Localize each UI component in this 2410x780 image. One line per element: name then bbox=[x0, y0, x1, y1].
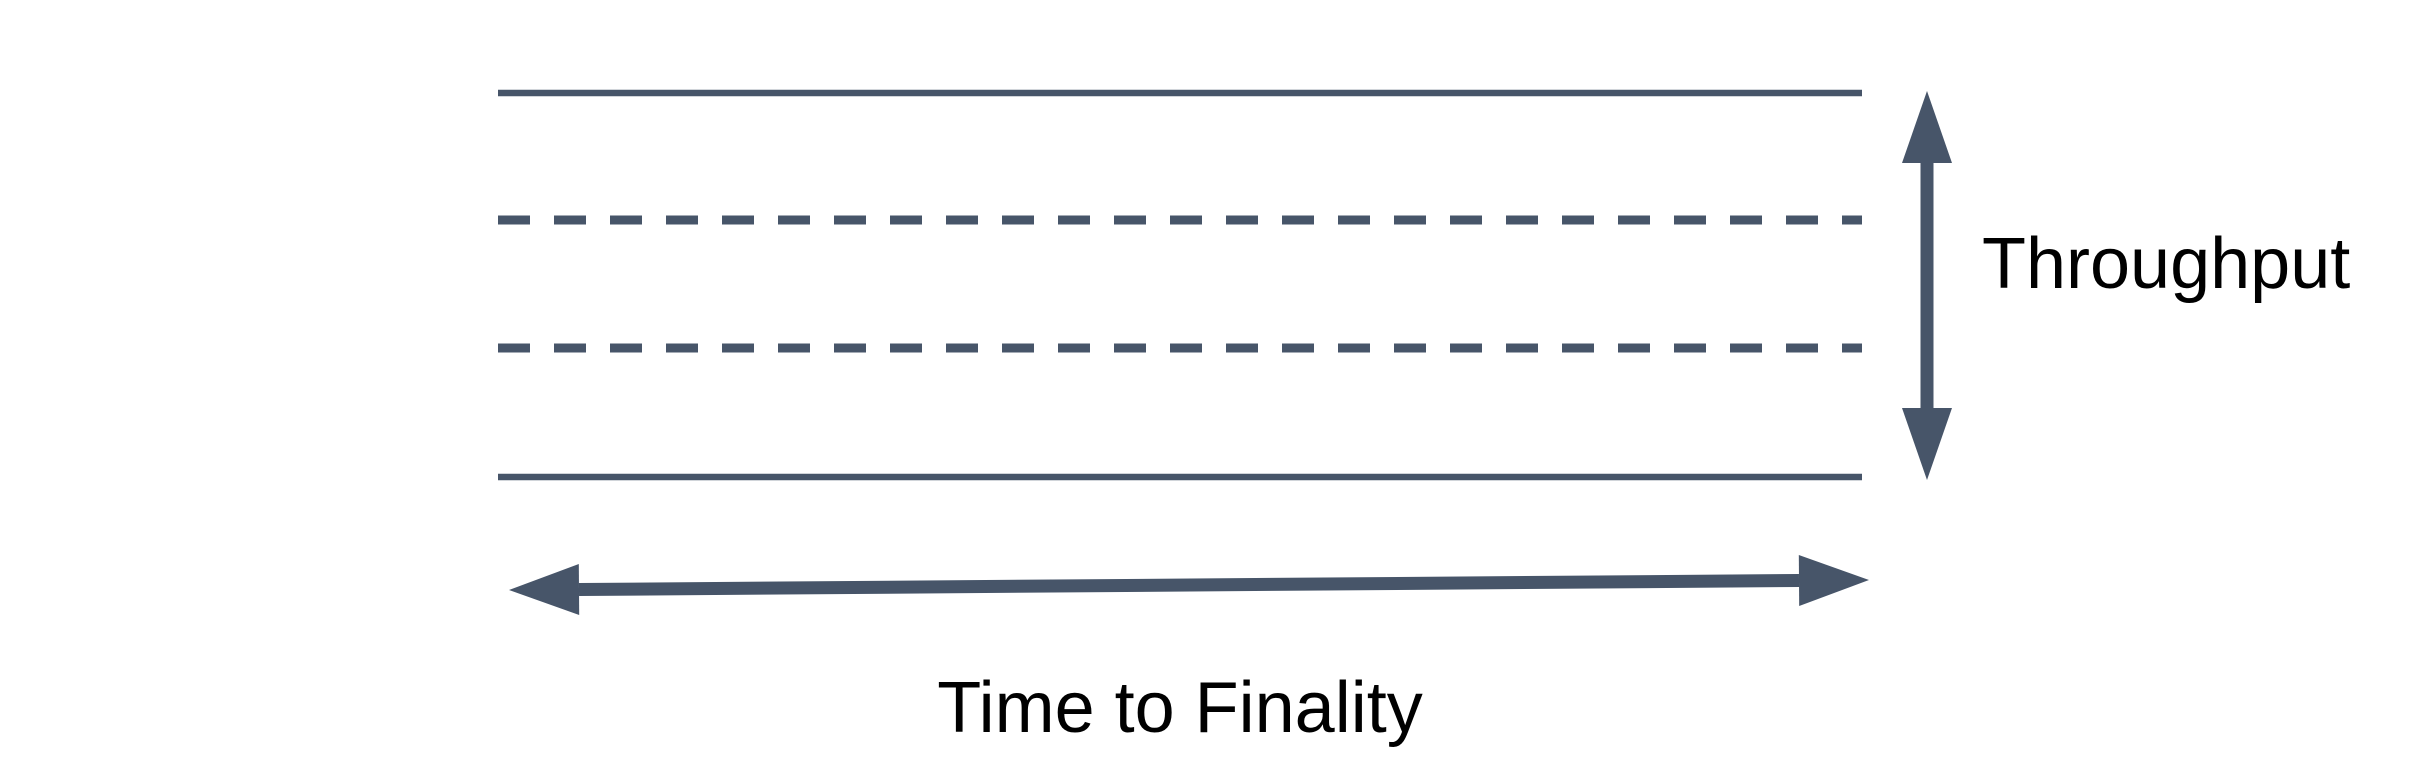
arrowhead-up-icon bbox=[1902, 91, 1952, 163]
time-axis-arrow bbox=[509, 555, 1869, 615]
throughput-label: Throughput bbox=[1982, 224, 2350, 304]
time-to-finality-label: Time to Finality bbox=[937, 668, 1422, 748]
time-arrow-shaft bbox=[578, 574, 1800, 596]
throughput-axis-arrow bbox=[1902, 91, 1952, 480]
arrowhead-left-icon bbox=[509, 563, 580, 615]
arrowhead-right-icon bbox=[1798, 555, 1869, 607]
lane-lines bbox=[498, 89, 1862, 481]
arrowhead-down-icon bbox=[1902, 408, 1952, 480]
